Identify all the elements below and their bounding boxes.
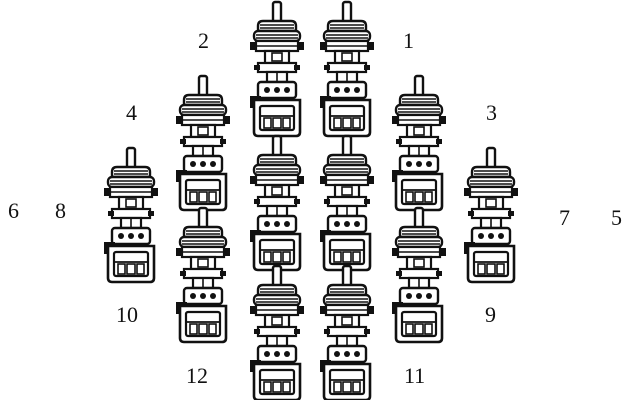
valve-actuator-icon [464,148,518,282]
label-3: 3 [486,100,497,125]
label-1: 1 [403,28,414,53]
valve-actuator-icon [320,136,374,270]
valve-actuator-icon [250,266,304,400]
valve-actuator-icon [392,76,446,210]
label-4: 4 [126,100,137,125]
valve-actuator-icon [176,208,230,342]
label-12: 12 [186,363,208,388]
label-5: 5 [611,205,622,230]
label-2: 2 [198,28,209,53]
valve-actuator-icon [176,76,230,210]
label-8: 8 [55,198,66,223]
label-10: 10 [116,302,138,327]
valve-actuator-icon [104,148,158,282]
label-7: 7 [559,205,570,230]
valve-units [104,2,518,400]
valve-actuator-icon [250,2,304,136]
label-9: 9 [485,302,496,327]
label-11: 11 [404,363,425,388]
valve-actuator-icon [392,208,446,342]
label-6: 6 [8,198,19,223]
valve-actuator-icon [250,136,304,270]
valve-actuator-icon [320,2,374,136]
valve-actuator-icon [320,266,374,400]
